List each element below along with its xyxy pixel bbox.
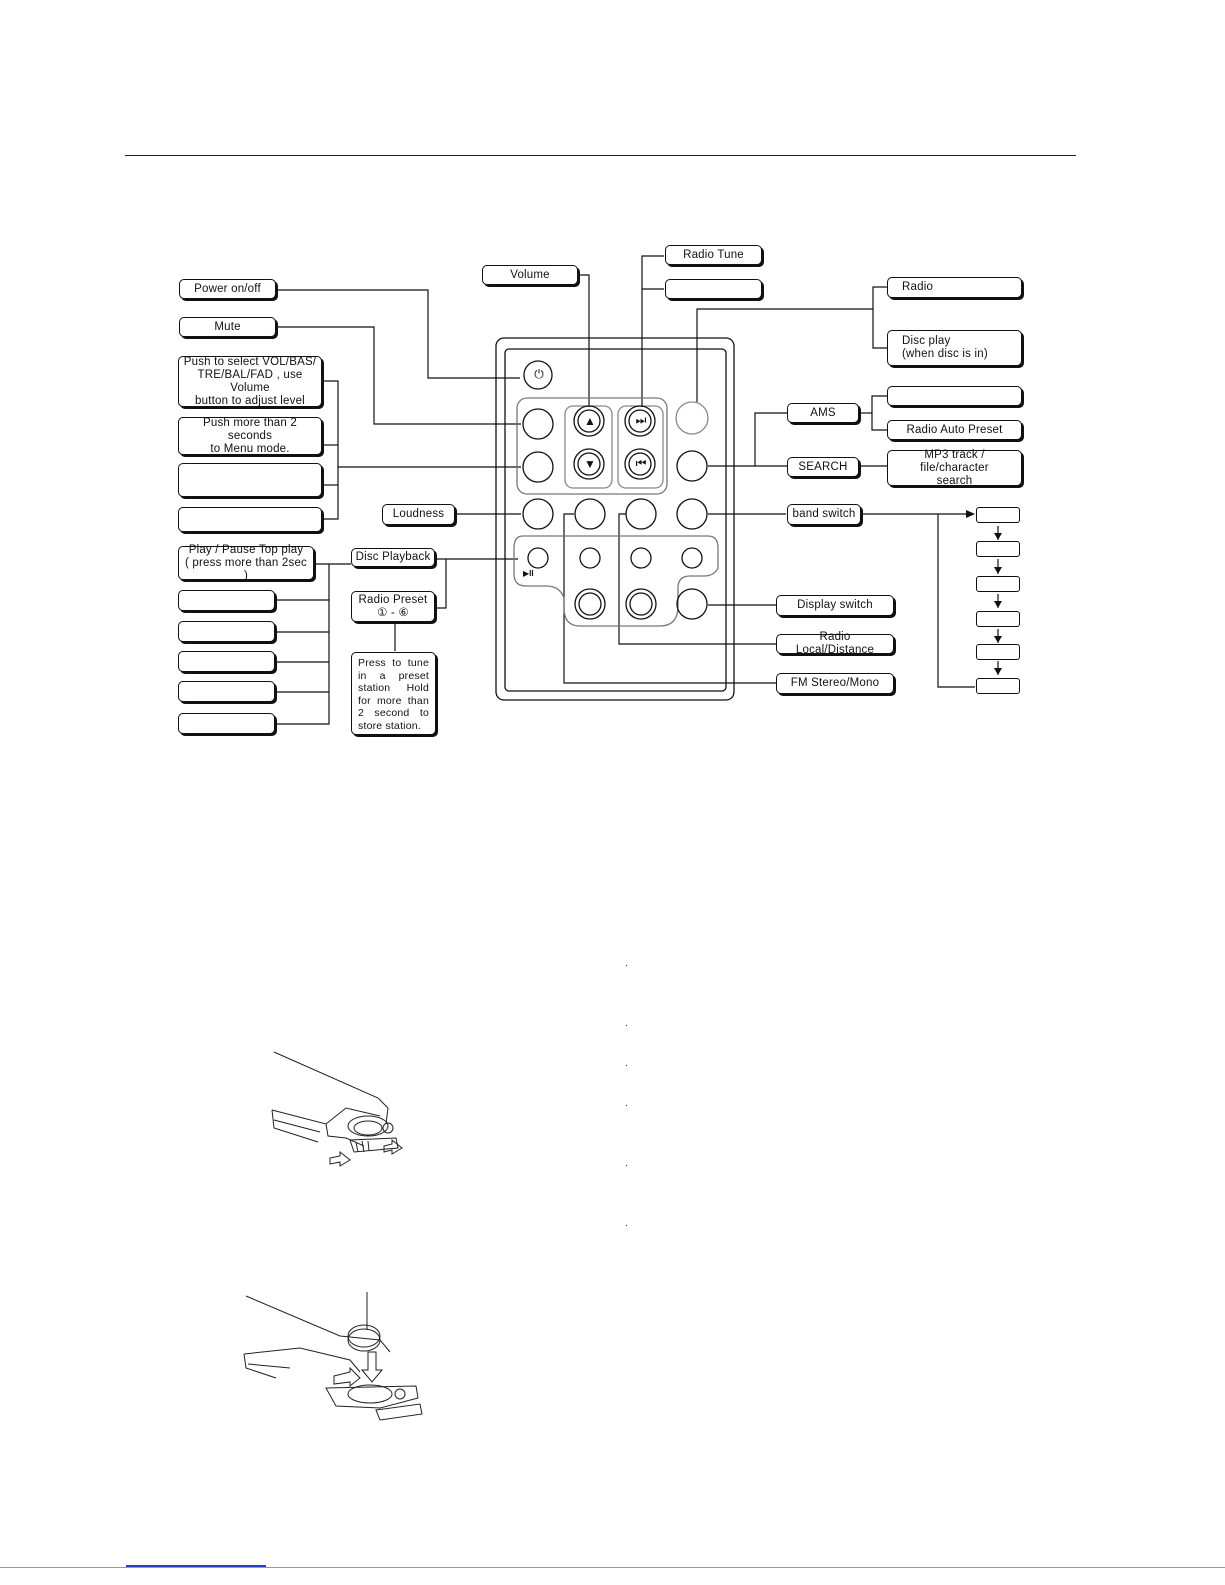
menu-mode-label: Push more than 2 seconds to Menu mode. [178, 417, 322, 455]
disc-play-label: Disc play (when disc is in) [887, 330, 1022, 366]
step-bullet: . [625, 1158, 628, 1169]
next-track-icon[interactable]: ⏭ [635, 413, 647, 427]
local-distance-label: Radio Local/Distance [776, 631, 894, 656]
band-box-4 [976, 611, 1020, 627]
power-icon[interactable]: ⏻ [534, 367, 544, 381]
play-pause-icon[interactable]: ▶II [523, 569, 534, 578]
band-box-2 [976, 541, 1020, 557]
blank-disc-label-1 [178, 590, 275, 611]
blank-ams-label [887, 386, 1022, 406]
search-label: SEARCH [787, 457, 859, 477]
vol-select-label: Push to select VOL/BAS/ TRE/BAL/FAD , us… [178, 356, 322, 407]
step-bullet: . [625, 1098, 628, 1109]
preset-note-label: Press to tune in a preset station Hold f… [351, 652, 436, 735]
radio-tune-label: Radio Tune [665, 245, 762, 265]
volume-label: Volume [482, 265, 578, 285]
step-bullet: . [625, 1058, 628, 1069]
blank-mode-label-2 [178, 507, 322, 532]
remote-control [495, 337, 735, 701]
up-arrow-icon[interactable]: ▲ [584, 414, 596, 428]
footer-rule [0, 1567, 1225, 1568]
play-pause-label: Play / Pause Top play ( press more than … [178, 544, 314, 582]
blank-disc-label-3 [178, 651, 275, 672]
blank-disc-label-2 [178, 621, 275, 642]
previous-track-icon[interactable]: ⏮ [635, 456, 647, 470]
ams-label: AMS [787, 403, 859, 423]
mp3-search-label: MP3 track / file/character search [887, 449, 1022, 487]
band-switch-label: band switch [787, 504, 861, 525]
radio-preset-label: Radio Preset ① - ⑥ [351, 591, 435, 622]
header-rule [125, 155, 1076, 157]
battery-insert-illustration [243, 1292, 423, 1421]
footer-link-underline [126, 1565, 266, 1567]
blank-disc-label-5 [178, 713, 275, 734]
loudness-label: Loudness [382, 504, 455, 525]
step-bullet: . [625, 958, 628, 969]
connector-lines [276, 255, 1002, 725]
display-switch-label: Display switch [776, 595, 894, 616]
blank-tune-label [665, 279, 762, 299]
step-bullet: . [625, 1218, 628, 1229]
radio-auto-preset-label: Radio Auto Preset [887, 420, 1022, 440]
radio-label: Radio [887, 277, 1022, 298]
battery-tray-removal-illustration [271, 1051, 403, 1167]
down-arrow-icon[interactable]: ▼ [584, 457, 596, 471]
band-box-3 [976, 576, 1020, 592]
blank-disc-label-4 [178, 681, 275, 702]
band-box-5 [976, 644, 1020, 660]
mute-label: Mute [179, 317, 276, 337]
blank-mode-label-1 [178, 463, 322, 497]
band-box-6 [976, 678, 1020, 694]
band-box-1 [976, 507, 1020, 523]
power-label: Power on/off [179, 279, 276, 299]
disc-playback-label: Disc Playback [351, 548, 435, 567]
fm-stereo-label: FM Stereo/Mono [776, 673, 894, 694]
step-bullet: . [625, 1018, 628, 1029]
